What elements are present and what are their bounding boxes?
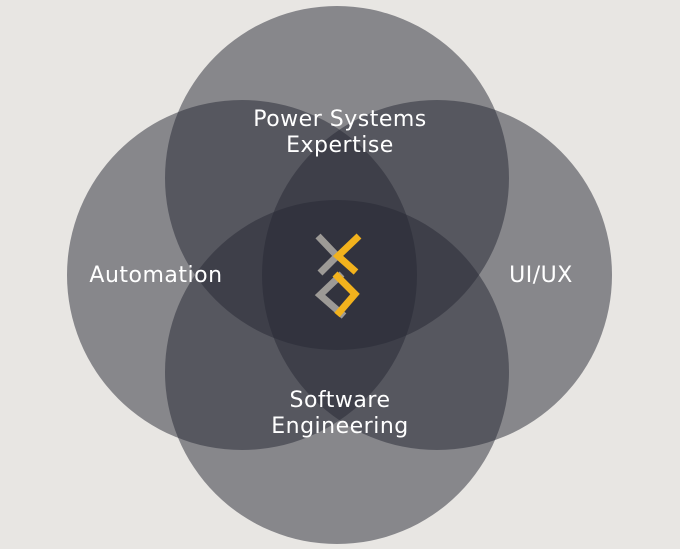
interlocking-chevrons-logo-icon <box>314 233 362 319</box>
circle-software-engineering <box>165 200 509 544</box>
label-software-engineering-line1: Software <box>290 388 391 413</box>
labels-group: Power Systems Expertise Automation UI/UX… <box>89 107 572 439</box>
label-power-systems-line1: Power Systems <box>253 107 427 132</box>
label-ui-ux: UI/UX <box>509 263 573 288</box>
label-automation: Automation <box>89 263 222 288</box>
label-power-systems-line2: Expertise <box>286 133 394 158</box>
label-software-engineering-line2: Engineering <box>271 414 409 439</box>
center-logo <box>314 233 362 319</box>
circles-group <box>67 6 612 544</box>
